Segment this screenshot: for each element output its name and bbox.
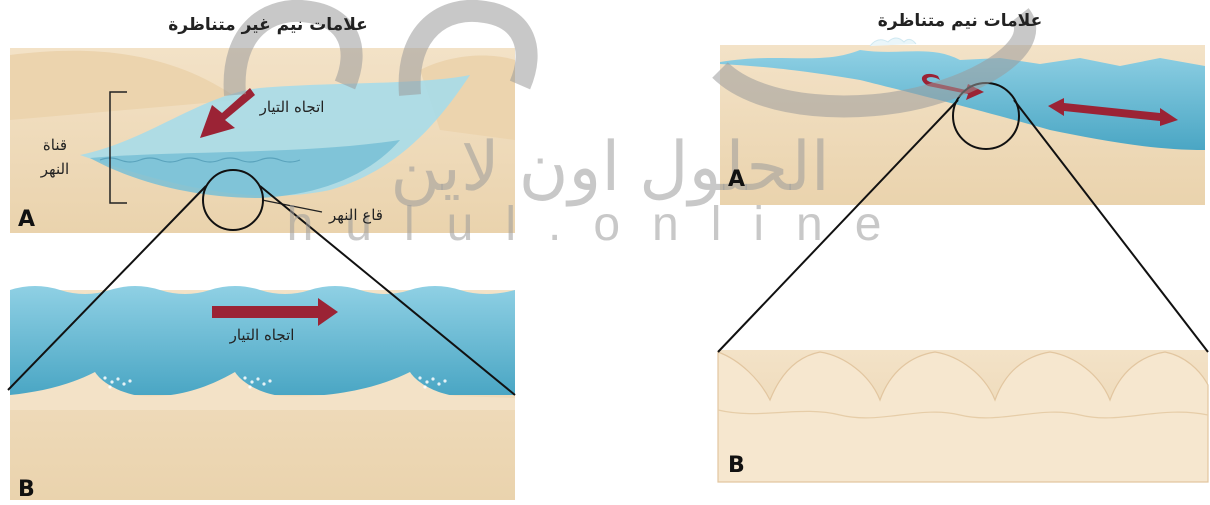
- right-a-wave-foam: [870, 38, 916, 46]
- channel-label-line1: قناة: [43, 136, 67, 154]
- right-title: علامات نيم متناظرة: [878, 11, 1042, 31]
- right-label-a: A: [728, 167, 745, 192]
- watermark-arabic: الحلول اون لاين: [390, 129, 829, 207]
- right-label-b: B: [728, 453, 745, 478]
- left-title: علامات نيم غير متناظرة: [168, 15, 367, 35]
- right-b-symmetric-ripples: [718, 352, 1208, 482]
- left-label-a: A: [18, 207, 35, 232]
- left-b-current-label: اتجاه التيار: [229, 326, 295, 344]
- right-panel-b: [718, 350, 1208, 482]
- left-label-b: B: [18, 477, 35, 502]
- riverbed-label: قاع النهر: [328, 206, 383, 224]
- channel-label-line2: النهر: [40, 160, 69, 178]
- left-panel-b: [10, 286, 515, 500]
- left-a-current-label: اتجاه التيار: [259, 98, 325, 116]
